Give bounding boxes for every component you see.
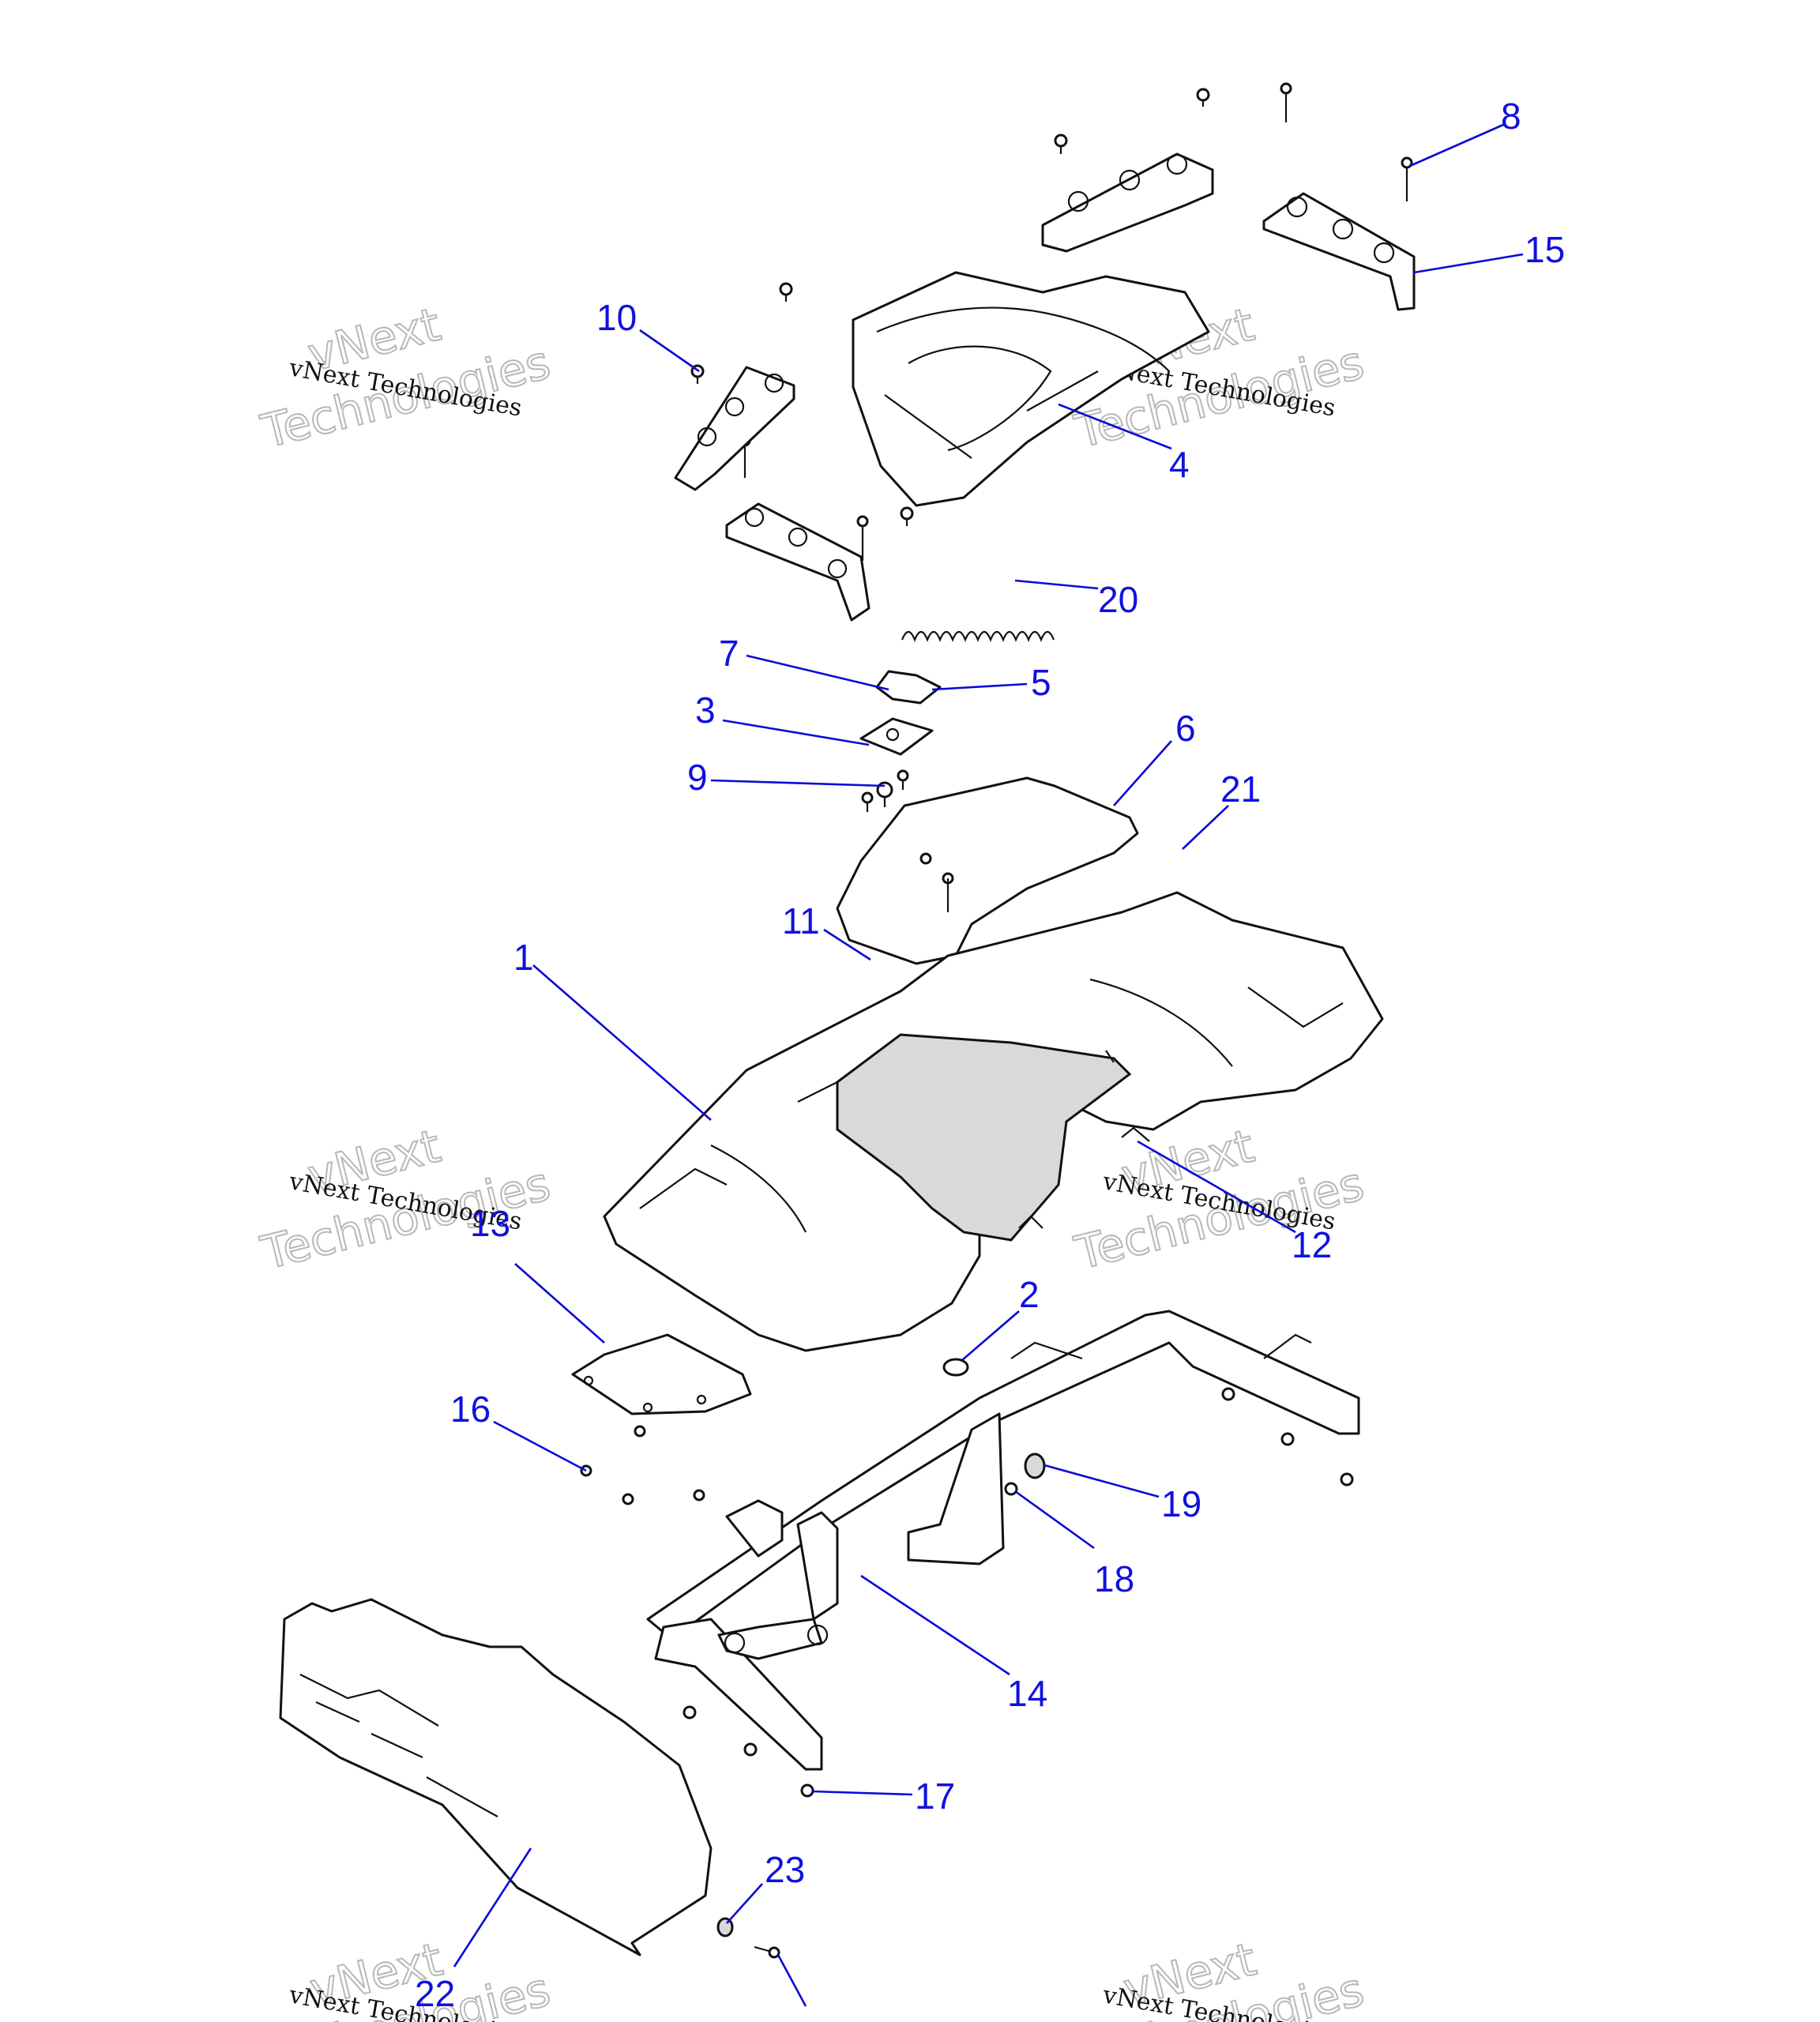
callout-16-bottom: 16 bbox=[786, 2016, 826, 2022]
callout-13: 13 bbox=[470, 1203, 510, 1244]
rack-bracket-left bbox=[674, 366, 795, 491]
callout-9: 9 bbox=[687, 757, 708, 798]
callout-7: 7 bbox=[719, 633, 739, 674]
spring bbox=[901, 630, 1055, 642]
frame-bolt bbox=[1004, 1482, 1018, 1496]
callout-11: 11 bbox=[782, 900, 820, 941]
hinge-pin bbox=[1121, 1126, 1150, 1142]
callout-15: 15 bbox=[1525, 229, 1565, 270]
watermark-top-left: vNext Technologies bbox=[255, 297, 556, 460]
callout-1: 1 bbox=[513, 937, 534, 978]
callout-14: 14 bbox=[1007, 1673, 1047, 1714]
callout-18: 18 bbox=[1094, 1558, 1134, 1599]
callout-5: 5 bbox=[1031, 662, 1051, 703]
callout-2: 2 bbox=[1019, 1274, 1040, 1315]
callout-20: 20 bbox=[1098, 579, 1138, 620]
callout-group: 8 15 10 4 20 7 5 3 6 9 21 11 1 12 13 2 1 bbox=[415, 96, 1565, 2022]
callout-22: 22 bbox=[415, 1973, 455, 2014]
latch-fasteners bbox=[861, 769, 909, 812]
callout-17: 17 bbox=[915, 1776, 955, 1817]
mud-flap bbox=[571, 1333, 752, 1415]
frame-nuts bbox=[580, 1387, 1354, 1798]
rack-frame bbox=[646, 1310, 1360, 1771]
callout-6: 6 bbox=[1175, 708, 1196, 749]
rack-bracket-lower bbox=[725, 502, 871, 622]
latch-hook bbox=[875, 670, 942, 705]
callout-8: 8 bbox=[1501, 96, 1521, 137]
callout-16: 16 bbox=[450, 1389, 491, 1430]
callout-21: 21 bbox=[1220, 769, 1261, 810]
heat-shield bbox=[279, 1598, 713, 1956]
latch-plate bbox=[859, 717, 934, 756]
lid-seal bbox=[836, 776, 1139, 965]
nut-23 bbox=[716, 1917, 734, 1937]
storage-bin bbox=[836, 1033, 1132, 1242]
cargo-lid bbox=[852, 271, 1210, 507]
rack-bracket-right bbox=[1262, 192, 1416, 311]
callout-3: 3 bbox=[695, 690, 716, 731]
callout-23: 23 bbox=[765, 1849, 805, 1890]
callout-19: 19 bbox=[1161, 1483, 1201, 1524]
callout-4: 4 bbox=[1169, 444, 1190, 485]
screw-top-group bbox=[690, 82, 1413, 561]
grommet bbox=[942, 1358, 969, 1377]
frame-bumper bbox=[1024, 1453, 1046, 1479]
callout-10: 10 bbox=[596, 297, 637, 338]
callout-12: 12 bbox=[1292, 1224, 1332, 1265]
